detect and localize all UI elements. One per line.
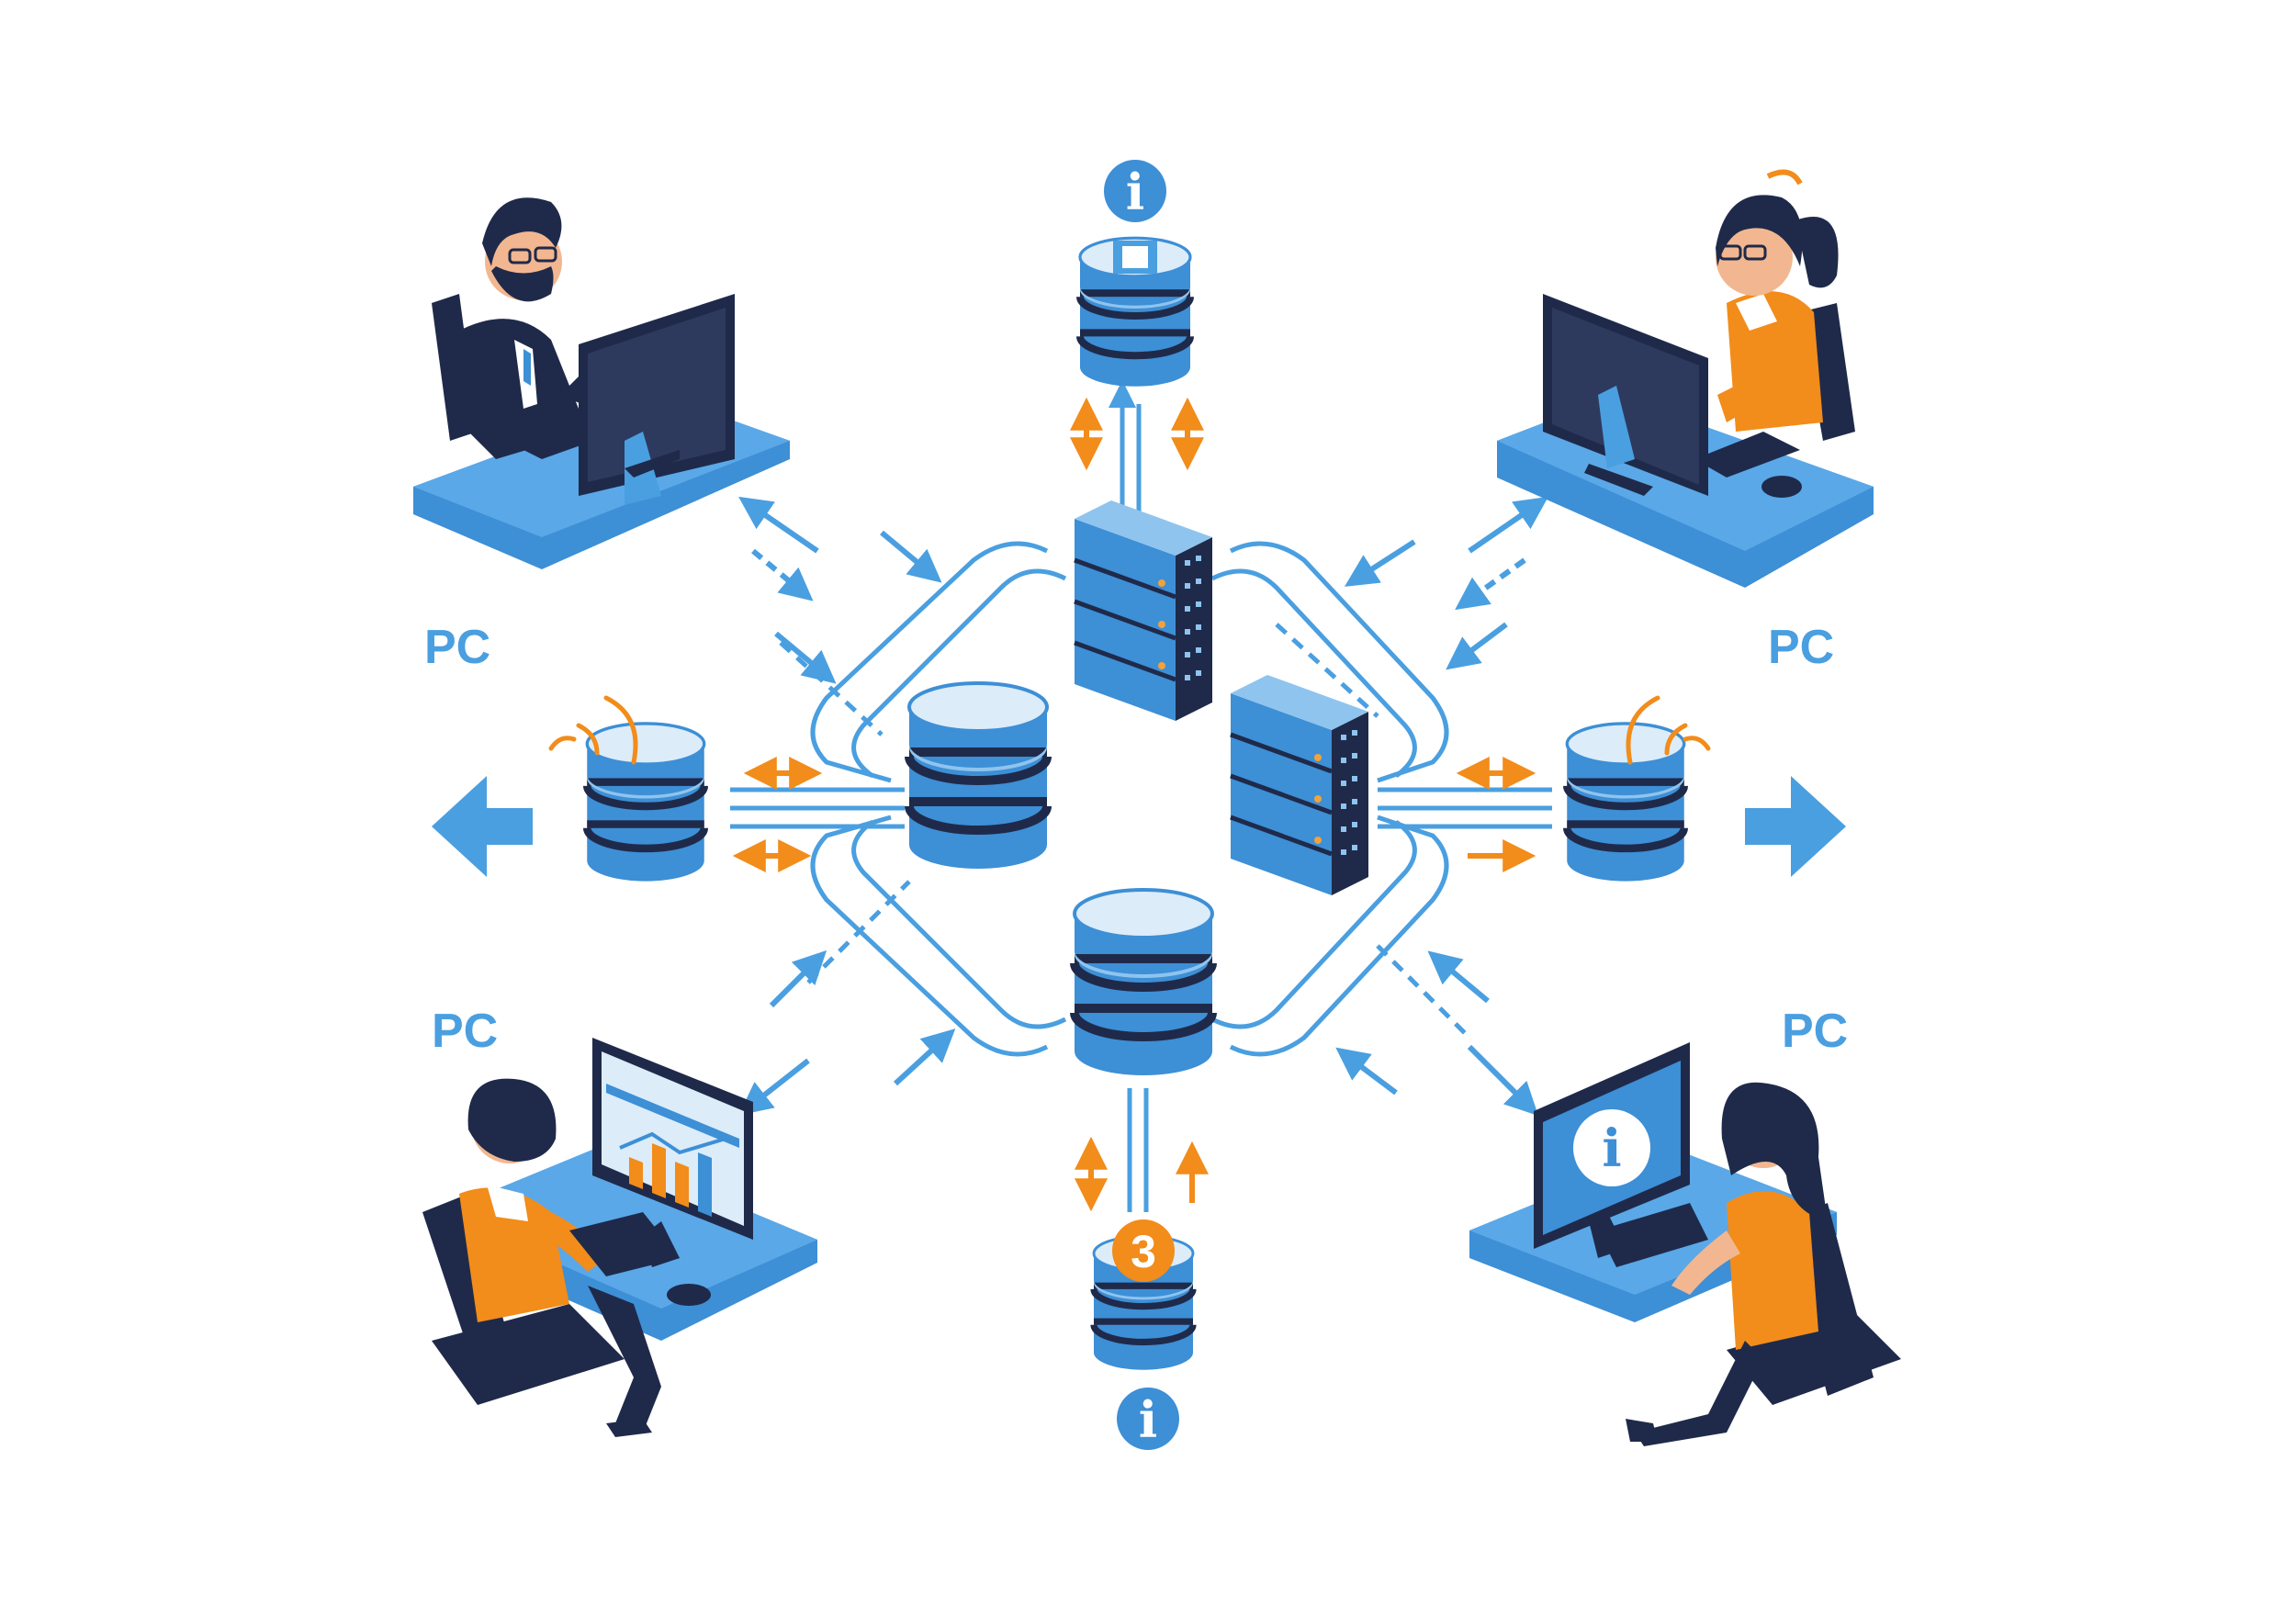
arrow-right-icon <box>1745 776 1846 877</box>
connection-lines <box>730 380 1552 1212</box>
svg-text:i: i <box>1139 1390 1158 1449</box>
workstation-bottom-left <box>422 1038 817 1437</box>
number-badge-3: 3 <box>1112 1219 1175 1282</box>
workstation-top-right <box>1497 169 1874 588</box>
pc-label-bottom-right: PC <box>1782 1005 1848 1058</box>
server-right <box>1231 675 1368 895</box>
signal-icon-right <box>1626 695 1711 765</box>
database-center-bottom <box>1075 890 1212 1075</box>
info-icon-top: i <box>1104 160 1166 222</box>
info-icon-bottom: i <box>1117 1388 1179 1450</box>
blue-arrows <box>738 496 1548 1117</box>
database-center-left <box>909 683 1047 869</box>
svg-text:i: i <box>1602 1118 1621 1179</box>
svg-text:3: 3 <box>1131 1226 1156 1277</box>
pc-label-top-left: PC <box>424 621 490 674</box>
pc-label-top-right: PC <box>1768 621 1834 674</box>
orange-arrows <box>732 397 1536 1212</box>
workstation-top-left <box>413 197 790 569</box>
bar-chart-icon <box>619 1131 726 1217</box>
svg-text:i: i <box>1126 163 1145 221</box>
info-icon-screen: i <box>1573 1109 1650 1186</box>
server-top <box>1075 500 1212 721</box>
workstation-bottom-right: i <box>1469 1042 1901 1446</box>
pc-label-bottom-left: PC <box>432 1005 498 1058</box>
database-left <box>587 724 704 882</box>
database-top <box>1080 238 1190 387</box>
arrow-left-icon <box>432 776 533 877</box>
signal-icon-left <box>548 695 638 765</box>
